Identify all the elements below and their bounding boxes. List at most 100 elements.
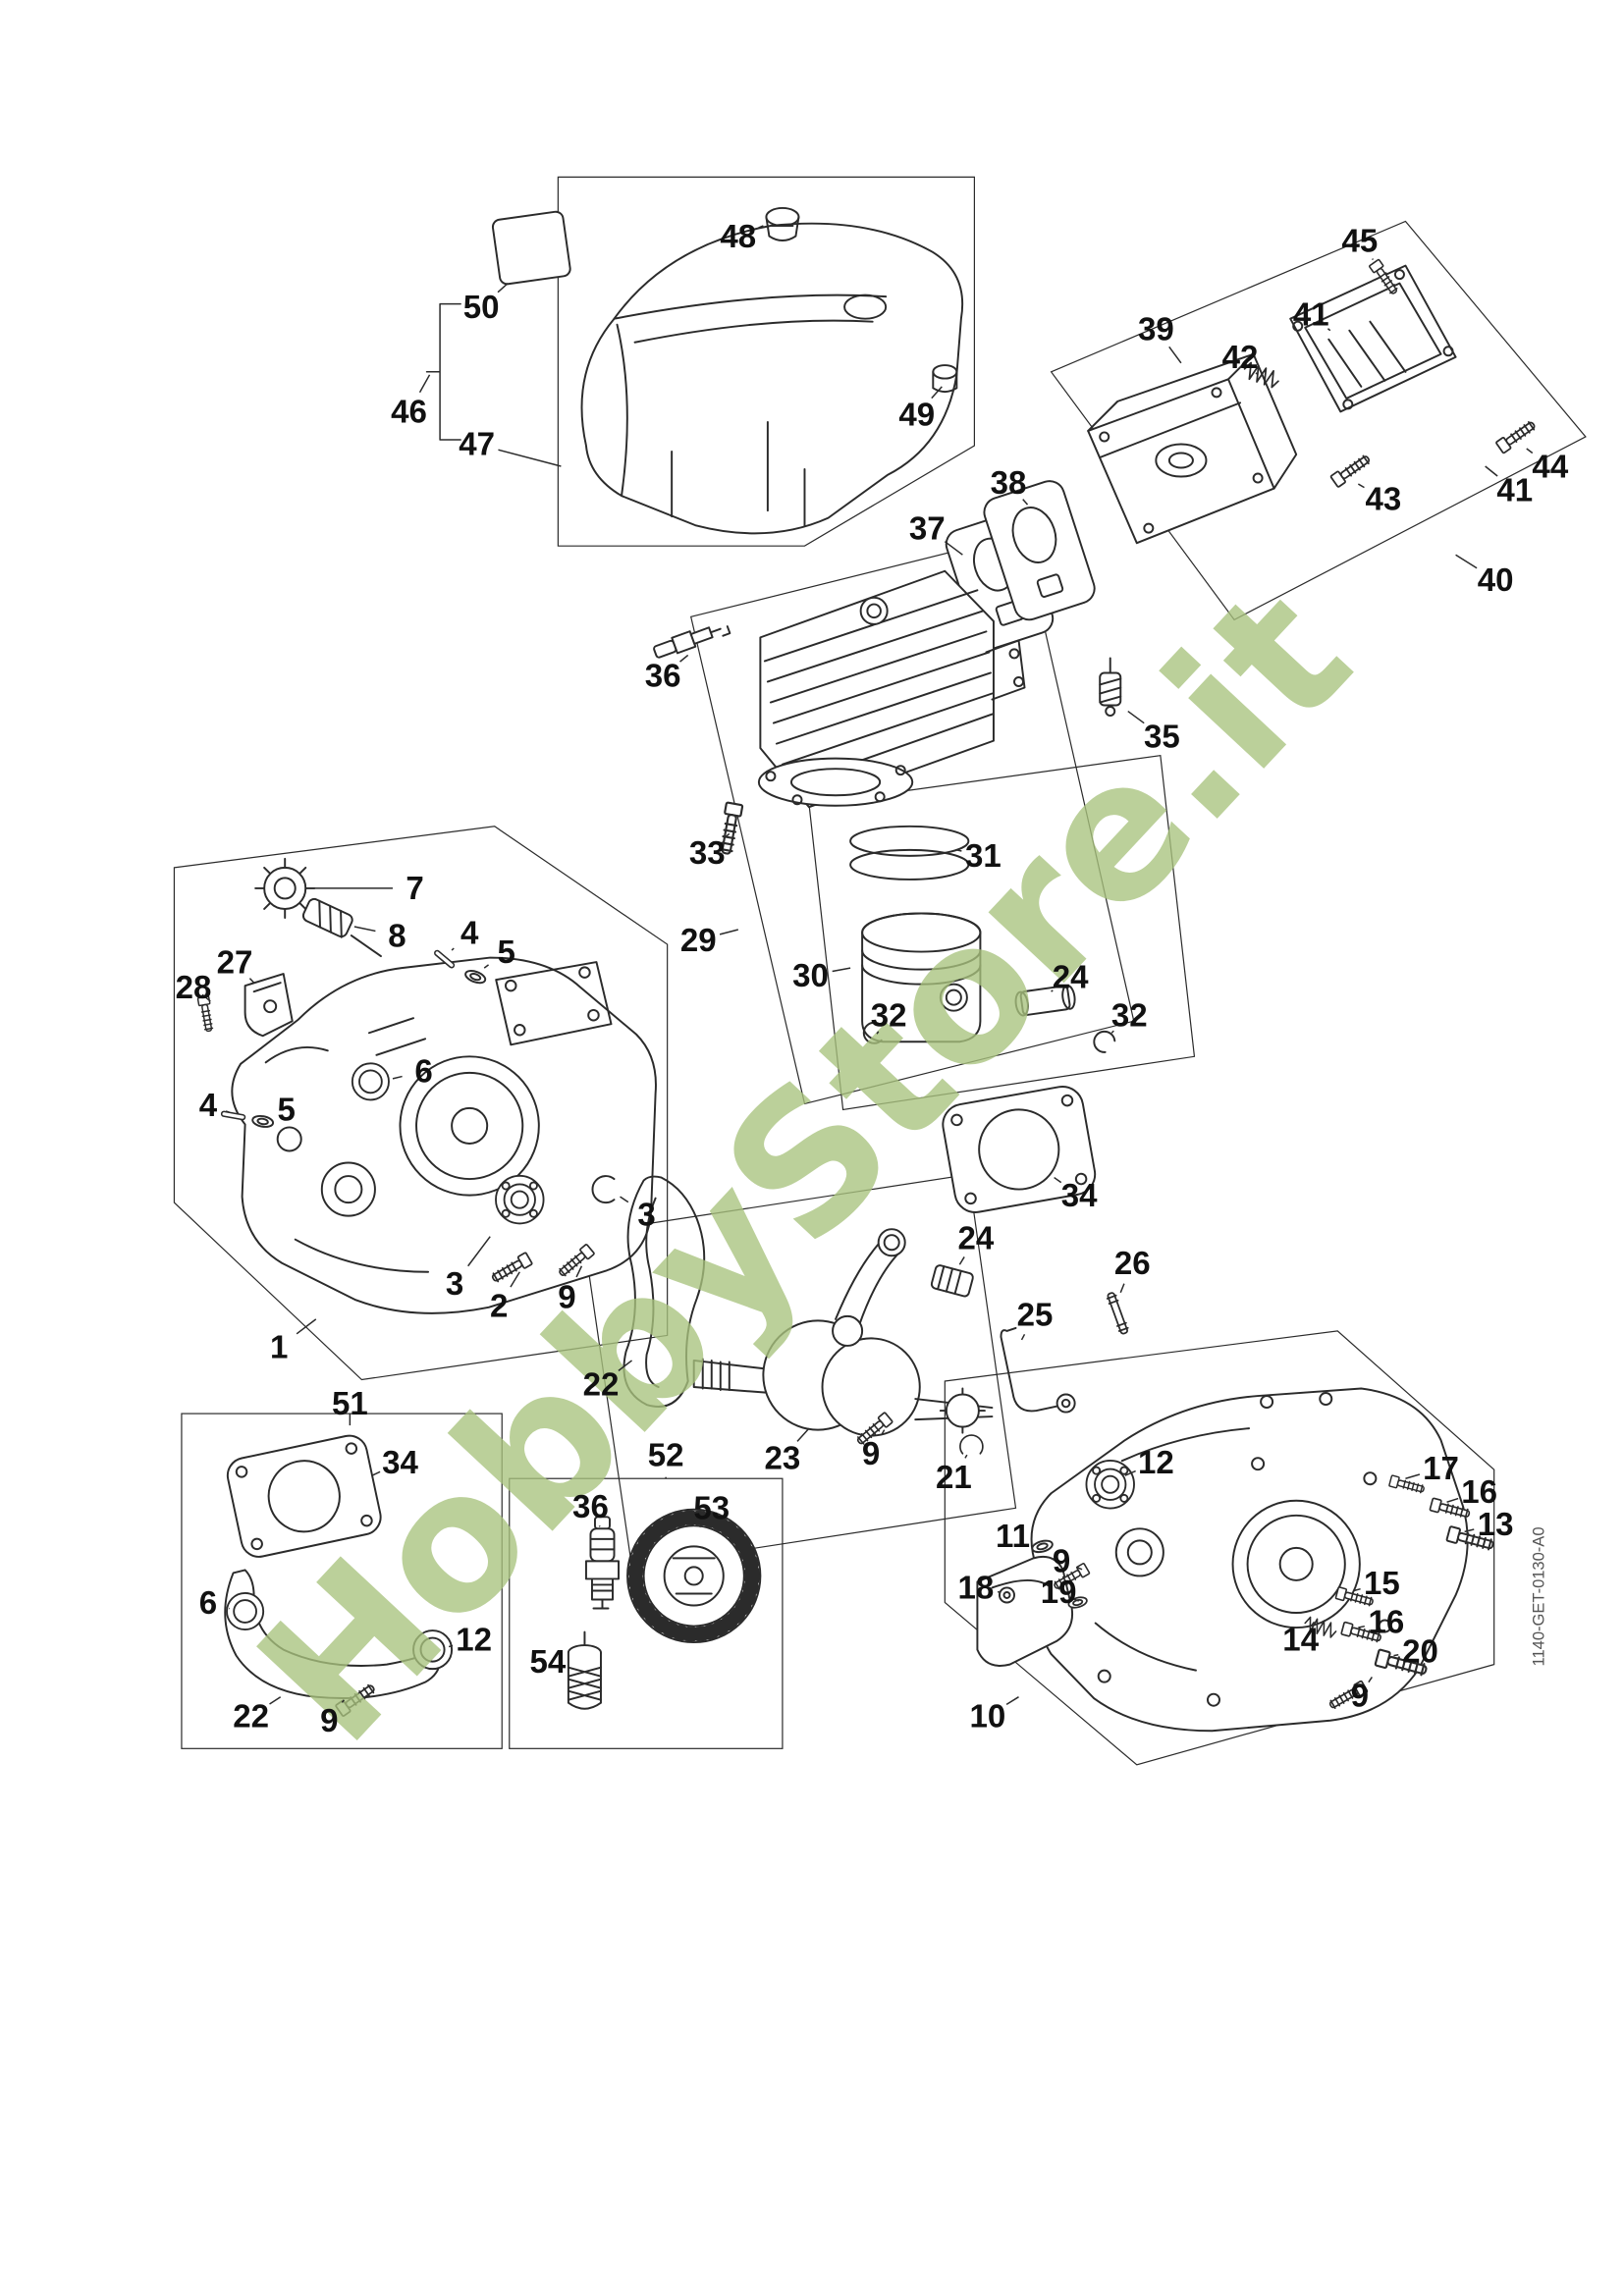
callout-leader (1310, 1621, 1316, 1628)
callout-label: 15 (1364, 1566, 1400, 1602)
plug-18-drawing (998, 1586, 1015, 1604)
callout-leader (620, 1196, 629, 1203)
callout-label: 37 (909, 510, 946, 547)
callout-leader (1326, 328, 1331, 332)
callout-label: 29 (680, 923, 717, 959)
callout-label: 2 (490, 1289, 508, 1325)
callout-label: 48 (720, 219, 756, 255)
callout-label: 11 (996, 1519, 1030, 1555)
callout-leader (1485, 465, 1498, 477)
callout-label: 47 (459, 427, 495, 463)
callout-leader (1393, 1654, 1399, 1657)
callout-label: 42 (1222, 340, 1259, 376)
callout-leader (1022, 499, 1029, 506)
needle-cage-drawing (930, 1264, 974, 1298)
callout-label: 17 (1423, 1451, 1459, 1487)
callout-leader (1124, 1469, 1136, 1476)
callout-label: 25 (1017, 1298, 1054, 1334)
callout-label: 45 (1341, 223, 1378, 259)
callout-leader (498, 449, 562, 467)
callout-label: 3 (446, 1266, 463, 1303)
callout-leader (1464, 1528, 1475, 1533)
callout-leader (1455, 554, 1478, 569)
callout-label: 32 (1111, 997, 1148, 1034)
callout-label: 19 (1041, 1575, 1077, 1611)
callout-label: 39 (1138, 311, 1174, 347)
callout-label: 5 (278, 1093, 296, 1129)
callout-label: 32 (871, 997, 907, 1034)
crankcase-right-drawing (976, 1387, 1496, 1733)
callout-label: 6 (414, 1054, 432, 1091)
callout-leader (1526, 448, 1534, 454)
callout-label: 27 (217, 944, 253, 981)
air-filter-drawing (626, 1508, 762, 1644)
spark-plug-drawing (584, 1516, 621, 1610)
callout-label: 12 (1138, 1445, 1174, 1481)
callout-leader (958, 1256, 965, 1265)
callout-label: 4 (199, 1088, 218, 1124)
callout-leader (832, 967, 851, 973)
decompression-valve-drawing (1099, 657, 1122, 718)
callout-label: 36 (645, 659, 681, 695)
callout-leader (248, 978, 255, 984)
callout-label: 34 (382, 1445, 418, 1481)
callout-leader (575, 1265, 583, 1278)
callout-label: 41 (1293, 296, 1329, 333)
callout-leader (723, 832, 731, 839)
callout-leader (964, 1454, 968, 1459)
callout-label: 54 (529, 1644, 566, 1681)
callout-leader (758, 225, 764, 229)
callout-leader (944, 541, 963, 556)
ball-bearing-drawing (495, 1174, 545, 1225)
stud-26-drawing (1105, 1291, 1130, 1336)
callout-leader (618, 1360, 633, 1371)
callout-label: 49 (898, 398, 935, 434)
callout-leader (1368, 1677, 1373, 1683)
callout-label: 51 (332, 1386, 368, 1422)
callout-leader (201, 993, 211, 1002)
callout-leader (1110, 1030, 1114, 1034)
callout-label: 9 (320, 1703, 338, 1739)
callout-leader (956, 849, 962, 852)
callout-label: 26 (1114, 1246, 1151, 1282)
callout-leader (497, 283, 509, 294)
callout-label: 22 (583, 1366, 620, 1403)
gasket-set-drawing (224, 1434, 454, 1718)
callout-label: 52 (648, 1437, 684, 1473)
crankshaft-drawing (692, 1228, 1130, 1455)
cylinder-gasket-drawing (942, 1086, 1097, 1213)
callout-label: 9 (862, 1436, 880, 1472)
fuel-filter-drawing (567, 1630, 602, 1710)
callout-leader (296, 1318, 317, 1335)
callout-label: 10 (970, 1699, 1006, 1735)
callout-label: 22 (233, 1699, 269, 1735)
bracket-46 (425, 302, 461, 441)
crankcase-left-drawing (196, 857, 657, 1314)
crankcase-gasket-drawing (623, 1175, 706, 1408)
callout-label: 24 (1053, 959, 1089, 995)
muffler-drawing (1087, 258, 1539, 545)
group-boundaries (173, 176, 1587, 1766)
callout-label: 38 (991, 465, 1027, 502)
callout-leader (881, 1429, 886, 1435)
callout-leader (467, 1236, 491, 1267)
callout-leader (1168, 346, 1182, 364)
callout-leader (1127, 710, 1145, 724)
callout-leader (371, 1470, 381, 1476)
callout-leader (1372, 258, 1374, 260)
sticker-drawing (491, 210, 571, 286)
callout-leader (1020, 1333, 1026, 1341)
line-art (196, 206, 1539, 1733)
callout-leader (1405, 1473, 1421, 1479)
callout-leader (418, 374, 431, 394)
callout-leader (796, 1427, 810, 1442)
snap-ring-drawing (959, 1434, 984, 1455)
callout-label: 53 (693, 1491, 730, 1527)
callout-label: 20 (1402, 1633, 1438, 1670)
callout-label: 1 (270, 1330, 288, 1366)
oil-pump-drawing (254, 857, 382, 958)
callout-label: 9 (1351, 1678, 1369, 1714)
callout-label: 16 (1461, 1474, 1497, 1511)
